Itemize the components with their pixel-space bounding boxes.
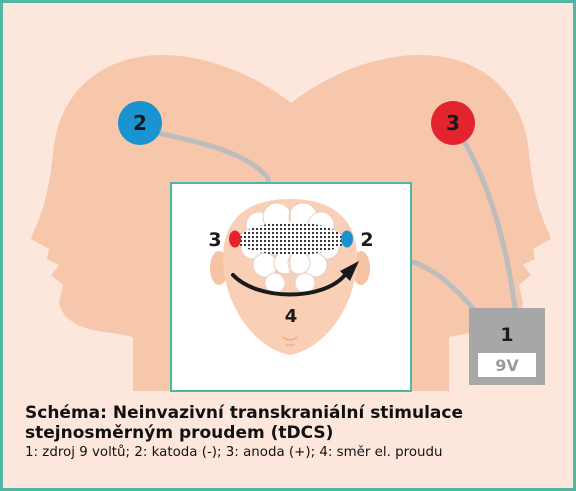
caption-legend: 1: zdroj 9 voltů; 2: katoda (-); 3: anod… (25, 444, 565, 461)
cathode-label-small: 2 (360, 229, 373, 251)
caption-title-line2: stejnosměrným proudem (tDCS) (25, 423, 565, 443)
figure-caption: Schéma: Neinvazivní transkraniální stimu… (25, 403, 565, 461)
caption-title: Schéma: Neinvazivní transkraniální stimu… (25, 403, 565, 443)
source-number-label: 1 (500, 324, 513, 346)
anode-label-small: 3 (208, 229, 221, 251)
cathode-label-large: 2 (133, 111, 147, 135)
source-voltage-label: 9V (495, 356, 519, 375)
cathode-electrode-small (341, 231, 353, 248)
anode-electrode-small (229, 231, 241, 248)
current-direction-label: 4 (285, 306, 298, 327)
caption-title-line1: Schéma: Neinvazivní transkraniální stimu… (25, 403, 565, 423)
anode-label-large: 3 (446, 111, 460, 135)
